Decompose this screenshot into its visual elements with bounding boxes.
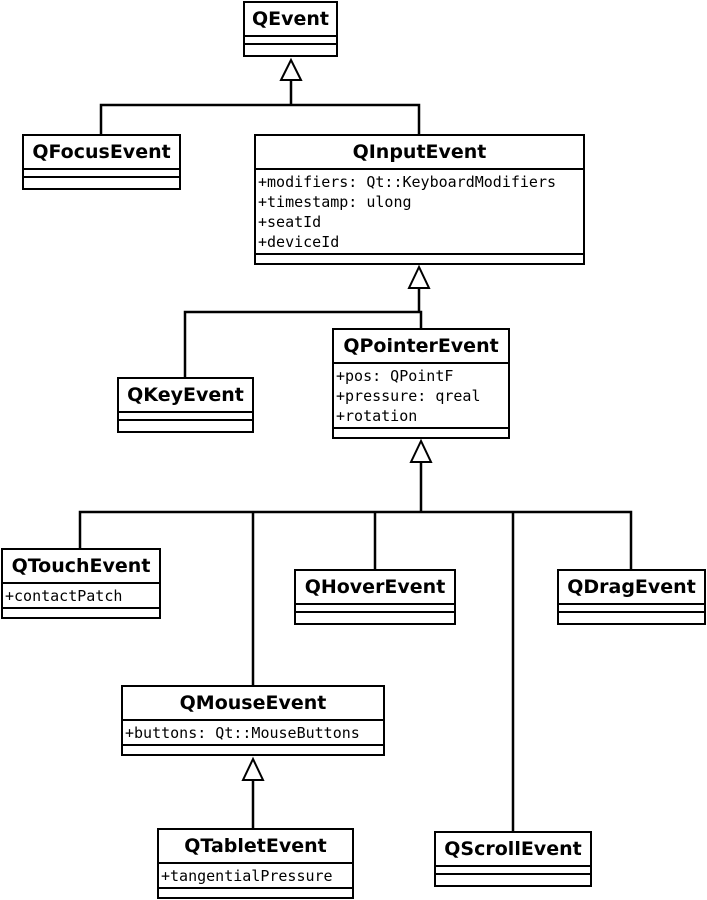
class-attributes-section <box>559 605 704 613</box>
edge-qevent-children <box>99 80 421 134</box>
class-methods-section <box>334 429 508 435</box>
class-attributes-section: +modifiers: Qt::KeyboardModifiers +times… <box>256 170 583 255</box>
class-attribute: +timestamp: ulong <box>258 193 412 211</box>
class-methods-section <box>3 609 159 615</box>
class-attribute: +rotation <box>336 407 418 425</box>
class-qinputevent: QInputEvent +modifiers: Qt::KeyboardModi… <box>254 134 585 265</box>
class-qpointerevent: QPointerEvent +pos: QPointF +pressure: q… <box>332 328 510 439</box>
class-methods-section <box>24 178 179 184</box>
class-attributes-section <box>119 413 252 421</box>
inheritance-arrowhead <box>407 264 431 289</box>
class-name: QKeyEvent <box>119 379 252 413</box>
class-name: QFocusEvent <box>24 136 179 170</box>
class-qhoverevent: QHoverEvent <box>294 569 456 625</box>
class-name: QPointerEvent <box>334 330 508 364</box>
class-name: QEvent <box>245 3 336 37</box>
class-name: QScrollEvent <box>436 833 590 867</box>
class-name: QTouchEvent <box>3 550 159 584</box>
class-qfocusevent: QFocusEvent <box>22 134 181 190</box>
class-qevent: QEvent <box>243 1 338 57</box>
class-name: QInputEvent <box>256 136 583 170</box>
class-attribute: +pos: QPointF <box>336 367 454 385</box>
class-attribute: +pressure: qreal <box>336 387 481 405</box>
class-qdragevent: QDragEvent <box>557 569 706 625</box>
class-attributes-section: +contactPatch <box>3 584 159 609</box>
class-attributes-section: +tangentialPressure <box>159 864 352 889</box>
class-qmouseevent: QMouseEvent +buttons: Qt::MouseButtons <box>121 685 385 756</box>
class-methods-section <box>559 613 704 619</box>
class-methods-section <box>436 875 590 881</box>
class-methods-section <box>245 45 336 51</box>
class-name: QMouseEvent <box>123 687 383 721</box>
class-attribute: +buttons: Qt::MouseButtons <box>125 724 360 742</box>
class-attributes-section <box>24 170 179 178</box>
class-attribute: +modifiers: Qt::KeyboardModifiers <box>258 173 557 191</box>
class-attribute: +contactPatch <box>5 587 123 605</box>
class-attribute: +seatId <box>258 213 322 231</box>
class-attribute: +deviceId <box>258 233 340 251</box>
inheritance-arrowhead <box>409 438 433 463</box>
class-attribute: +tangentialPressure <box>161 867 333 885</box>
class-qtouchevent: QTouchEvent +contactPatch <box>1 548 161 619</box>
class-methods-section <box>119 421 252 427</box>
edge-qinputevent-children <box>183 288 423 377</box>
class-attributes-section <box>245 37 336 45</box>
edge-qpointerevent-children <box>78 462 633 831</box>
class-methods-section <box>296 613 454 619</box>
class-attributes-section <box>296 605 454 613</box>
class-qkeyevent: QKeyEvent <box>117 377 254 433</box>
class-qscrollevent: QScrollEvent <box>434 831 592 887</box>
class-attributes-section: +buttons: Qt::MouseButtons <box>123 721 383 746</box>
class-methods-section <box>159 889 352 895</box>
class-attributes-section <box>436 867 590 875</box>
class-name: QHoverEvent <box>296 571 454 605</box>
class-name: QDragEvent <box>559 571 704 605</box>
class-methods-section <box>123 746 383 752</box>
class-name: QTabletEvent <box>159 830 352 864</box>
class-methods-section <box>256 255 583 261</box>
inheritance-arrowhead <box>241 756 265 781</box>
inheritance-arrowhead <box>279 57 303 81</box>
class-attributes-section: +pos: QPointF +pressure: qreal +rotation <box>334 364 508 429</box>
class-qtabletevent: QTabletEvent +tangentialPressure <box>157 828 354 899</box>
